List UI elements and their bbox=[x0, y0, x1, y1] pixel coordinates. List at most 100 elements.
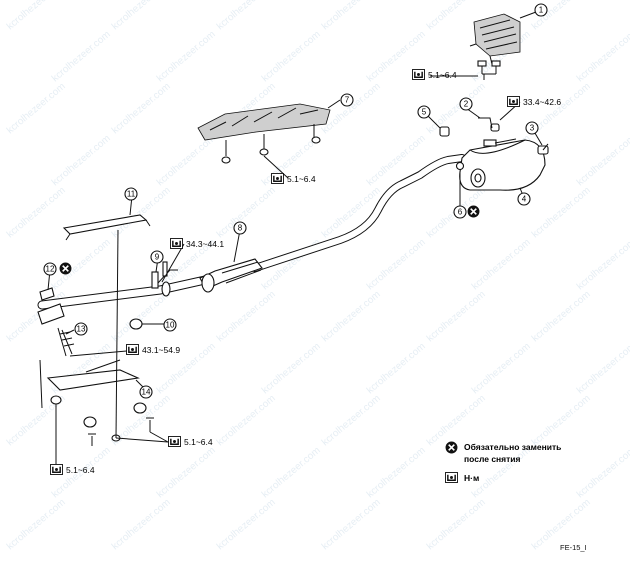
watermark-text: kcrolhezeer.com bbox=[260, 445, 323, 500]
watermark-text: kcrolhezeer.com bbox=[365, 445, 428, 500]
watermark-text: kcrolhezeer.com bbox=[530, 289, 593, 344]
watermark-text: kcrolhezeer.com bbox=[425, 81, 488, 136]
svg-text:34.3~44.1: 34.3~44.1 bbox=[186, 239, 224, 249]
watermark-text: kcrolhezeer.com bbox=[575, 341, 630, 396]
legend-replace-line1: Обязательно заменить bbox=[464, 442, 561, 452]
watermark-text: kcrolhezeer.com bbox=[5, 0, 68, 32]
watermark-text: kcrolhezeer.com bbox=[155, 133, 218, 188]
watermark-text: kcrolhezeer.com bbox=[5, 497, 68, 552]
watermark-text: kcrolhezeer.com bbox=[50, 29, 113, 84]
watermark-text: kcrolhezeer.com bbox=[425, 289, 488, 344]
watermark-text: kcrolhezeer.com bbox=[365, 341, 428, 396]
callout-13: 13 bbox=[74, 322, 88, 336]
svg-text:2: 2 bbox=[464, 100, 469, 109]
watermark-text: kcrolhezeer.com bbox=[215, 497, 278, 552]
watermark-text: kcrolhezeer.com bbox=[110, 185, 173, 240]
watermark-text: kcrolhezeer.com bbox=[320, 393, 383, 448]
torque-wrench-icon bbox=[126, 344, 139, 355]
callout-6: 6 bbox=[453, 205, 467, 219]
callout-14: 14 bbox=[139, 385, 153, 399]
exhaust-pipe bbox=[37, 154, 466, 310]
watermark-text: kcrolhezeer.com bbox=[215, 185, 278, 240]
watermark-text: kcrolhezeer.com bbox=[425, 497, 488, 552]
svg-text:3: 3 bbox=[530, 124, 535, 133]
torque-label-4: 34.3~44.1 bbox=[170, 238, 224, 249]
watermark-text: kcrolhezeer.com bbox=[575, 133, 630, 188]
watermark-text: kcrolhezeer.com bbox=[575, 29, 630, 84]
callout-5: 5 bbox=[417, 105, 431, 119]
torque-label-5: 43.1~54.9 bbox=[126, 344, 180, 355]
svg-text:14: 14 bbox=[142, 388, 151, 397]
torque-wrench-icon bbox=[170, 238, 183, 249]
callout-4: 4 bbox=[517, 192, 531, 206]
watermark-text: kcrolhezeer.com bbox=[215, 393, 278, 448]
torque-label-7: 5.1~6.4 bbox=[50, 464, 95, 475]
torque-label-1: 5.1~6.4 bbox=[412, 69, 457, 80]
heat-shield-center bbox=[197, 103, 331, 164]
callout-12: 12 bbox=[43, 262, 57, 276]
svg-text:33.4~42.6: 33.4~42.6 bbox=[523, 97, 561, 107]
svg-text:8: 8 bbox=[238, 224, 243, 233]
torque-label-2: 33.4~42.6 bbox=[507, 96, 561, 107]
svg-text:5.1~6.4: 5.1~6.4 bbox=[287, 174, 316, 184]
legend-replace-line2: после снятия bbox=[464, 454, 521, 464]
replace-marker-icon bbox=[59, 262, 72, 275]
svg-text:11: 11 bbox=[127, 190, 136, 199]
watermark-text: kcrolhezeer.com bbox=[320, 497, 383, 552]
legend-torque-unit: Н·м bbox=[464, 473, 479, 483]
watermark-text: kcrolhezeer.com bbox=[215, 0, 278, 32]
svg-text:7: 7 bbox=[345, 96, 350, 105]
front-mount-parts bbox=[37, 229, 159, 455]
svg-text:5.1~6.4: 5.1~6.4 bbox=[184, 437, 213, 447]
watermark-text: kcrolhezeer.com bbox=[575, 445, 630, 500]
callout-8: 8 bbox=[233, 221, 247, 235]
torque-label-3: 5.1~6.4 bbox=[271, 173, 316, 184]
callout-1: 1 bbox=[534, 3, 548, 17]
legend: Обязательно заменить после снятия Н·м bbox=[445, 441, 561, 483]
watermark-text: kcrolhezeer.com bbox=[260, 341, 323, 396]
callout-2: 2 bbox=[459, 97, 473, 111]
watermark-text: kcrolhezeer.com bbox=[530, 81, 593, 136]
watermark-text: kcrolhezeer.com bbox=[110, 0, 173, 32]
watermark-text: kcrolhezeer.com bbox=[155, 445, 218, 500]
watermark-text: kcrolhezeer.com bbox=[50, 237, 113, 292]
watermark-text: kcrolhezeer.com bbox=[260, 29, 323, 84]
leader-lines bbox=[47, 11, 543, 466]
svg-text:12: 12 bbox=[46, 265, 55, 274]
figure-code: FE-15_I bbox=[560, 543, 587, 552]
svg-text:43.1~54.9: 43.1~54.9 bbox=[142, 345, 180, 355]
svg-text:5.1~6.4: 5.1~6.4 bbox=[66, 465, 95, 475]
callout-11: 11 bbox=[124, 187, 138, 201]
muffler-hangers bbox=[439, 117, 549, 155]
watermark-text: kcrolhezeer.com bbox=[320, 289, 383, 344]
torque-wrench-icon bbox=[412, 69, 425, 80]
watermark-text: kcrolhezeer.com bbox=[470, 237, 533, 292]
svg-text:5: 5 bbox=[422, 108, 427, 117]
replace-marker-icon bbox=[467, 205, 480, 218]
svg-text:10: 10 bbox=[166, 321, 175, 330]
svg-text:6: 6 bbox=[458, 208, 463, 217]
replace-marker-icon bbox=[445, 441, 458, 454]
torque-wrench-icon bbox=[507, 96, 520, 107]
watermark-text: kcrolhezeer.com bbox=[110, 497, 173, 552]
svg-text:1: 1 bbox=[539, 6, 544, 15]
watermark-text: kcrolhezeer.com bbox=[575, 237, 630, 292]
muffler bbox=[455, 139, 546, 191]
callout-9: 9 bbox=[150, 250, 164, 264]
torque-wrench-icon bbox=[271, 173, 284, 184]
svg-text:9: 9 bbox=[155, 253, 160, 262]
watermark-text: kcrolhezeer.com bbox=[5, 185, 68, 240]
svg-text:4: 4 bbox=[522, 195, 527, 204]
callout-7: 7 bbox=[340, 93, 354, 107]
watermark-text: kcrolhezeer.com bbox=[530, 185, 593, 240]
svg-text:13: 13 bbox=[77, 325, 86, 334]
watermark-text: kcrolhezeer.com bbox=[50, 133, 113, 188]
callout-labels: 1 2 3 4 5 6 7 8 9 10 11 12 13 14 bbox=[43, 3, 548, 399]
svg-text:5.1~6.4: 5.1~6.4 bbox=[428, 70, 457, 80]
watermark-text: kcrolhezeer.com bbox=[470, 341, 533, 396]
watermark-text: kcrolhezeer.com bbox=[155, 29, 218, 84]
watermark-text: kcrolhezeer.com bbox=[320, 0, 383, 32]
